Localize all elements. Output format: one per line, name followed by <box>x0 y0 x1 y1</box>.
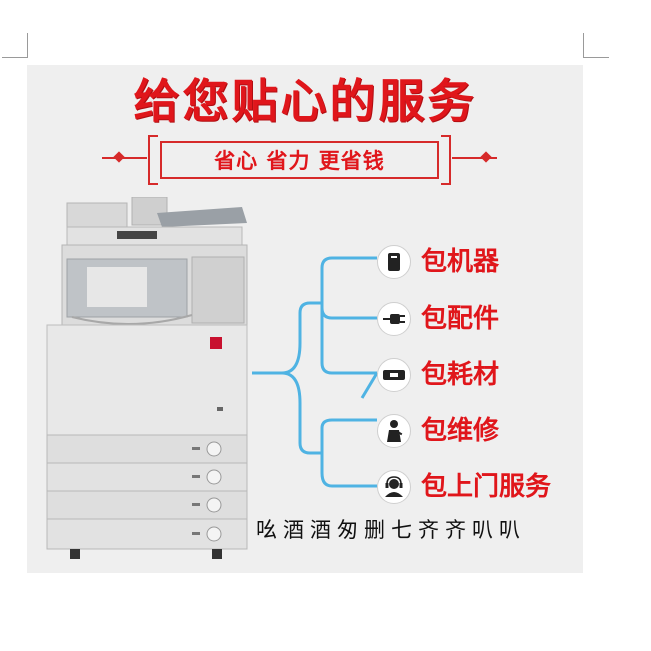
service-item-onsite: 包上门服务 <box>377 470 551 504</box>
corner-mark-left-h <box>2 57 28 58</box>
deco-diamond-left <box>113 151 125 163</box>
service-label: 包配件 <box>421 304 500 334</box>
service-label: 包上门服务 <box>421 472 552 502</box>
headset-agent-icon <box>377 470 411 504</box>
service-label: 包耗材 <box>421 360 500 390</box>
deco-line-right <box>452 157 497 159</box>
repair-person-icon <box>377 414 411 448</box>
plug-icon <box>377 302 411 336</box>
service-label: 包维修 <box>421 416 500 446</box>
service-label: 包机器 <box>421 247 500 277</box>
deco-diamond-right <box>480 151 492 163</box>
bottom-phone-text: 吆酒酒匆删七齐齐叭叭 <box>256 518 526 542</box>
service-advert-image: 给您贴心的服务 省心 省力 更省钱 <box>27 65 583 573</box>
machine-icon <box>377 245 411 279</box>
service-item-parts: 包配件 <box>377 302 499 336</box>
connector-lines <box>252 256 379 488</box>
service-item-repair: 包维修 <box>377 414 499 448</box>
corner-mark-right-v <box>583 33 584 57</box>
copier-illustration <box>46 197 248 559</box>
deco-line-left <box>102 157 147 159</box>
corner-mark-left-v <box>27 33 28 57</box>
headline: 给您贴心的服务 <box>133 74 477 128</box>
corner-mark-right-h <box>583 57 609 58</box>
service-item-machine: 包机器 <box>377 245 499 279</box>
tagline-frame: 省心 省力 更省钱 <box>148 135 451 185</box>
service-item-consumables: 包耗材 <box>377 358 499 392</box>
toner-icon <box>377 358 411 392</box>
tagline: 省心 省力 更省钱 <box>214 149 385 173</box>
